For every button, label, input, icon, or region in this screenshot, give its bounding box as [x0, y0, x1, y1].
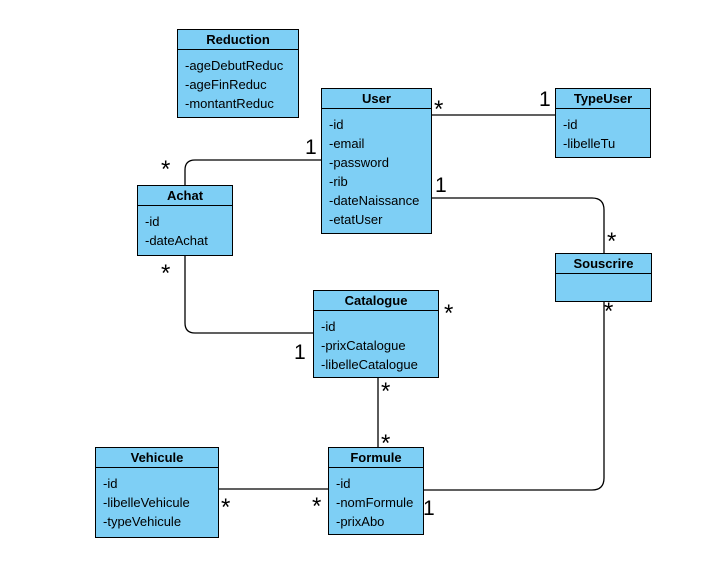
- multiplicity-label: *: [381, 378, 391, 405]
- multiplicity-label: 1: [294, 341, 306, 364]
- multiplicity-label: 1: [539, 88, 551, 111]
- class-reduction-attr: -ageDebutReduc: [185, 58, 284, 73]
- class-achat-name: Achat: [138, 186, 232, 206]
- class-reduction[interactable]: Reduction -ageDebutReduc -ageFinReduc -m…: [177, 29, 299, 118]
- class-souscrire[interactable]: Souscrire: [555, 253, 652, 302]
- class-typeuser[interactable]: TypeUser -id -libelleTu: [555, 88, 651, 158]
- class-catalogue-name: Catalogue: [314, 291, 438, 311]
- multiplicity-label: *: [604, 298, 614, 325]
- class-catalogue-attr: -prixCatalogue: [321, 338, 406, 353]
- class-catalogue-attr: -libelleCatalogue: [321, 357, 418, 372]
- multiplicity-label: *: [607, 228, 617, 255]
- multiplicity-label: *: [161, 156, 171, 183]
- class-typeuser-attr: -id: [563, 117, 578, 132]
- class-formule-attr: -nomFormule: [336, 495, 414, 510]
- assoc-achat-user: [184, 159, 322, 185]
- class-formule-attr: -prixAbo: [336, 514, 385, 529]
- assoc-user-souscrire: [432, 197, 605, 253]
- class-achat[interactable]: Achat -id -dateAchat: [137, 185, 233, 256]
- multiplicity-label: 1: [423, 497, 435, 520]
- class-vehicule-attr: -typeVehicule: [103, 514, 182, 529]
- class-souscrire-name: Souscrire: [556, 254, 651, 274]
- class-reduction-attr: -montantReduc: [185, 96, 274, 111]
- class-user-attr: -dateNaissance: [329, 193, 420, 208]
- class-reduction-attr: -ageFinReduc: [185, 77, 267, 92]
- multiplicity-label: *: [444, 300, 454, 327]
- class-formule-attr: -id: [336, 476, 351, 491]
- class-user-attr: -password: [329, 155, 389, 170]
- class-vehicule-attr: -id: [103, 476, 118, 491]
- multiplicity-label: *: [312, 493, 322, 520]
- class-vehicule-name: Vehicule: [96, 448, 218, 468]
- class-user-attr: -id: [329, 117, 344, 132]
- assoc-souscrire-formule: [424, 302, 605, 491]
- class-catalogue[interactable]: Catalogue -id -prixCatalogue -libelleCat…: [313, 290, 439, 378]
- class-user-attr: -rib: [329, 174, 348, 189]
- multiplicity-label: *: [381, 430, 391, 457]
- class-achat-attr: -id: [145, 214, 160, 229]
- class-typeuser-name: TypeUser: [556, 89, 650, 109]
- class-user-attr: -email: [329, 136, 365, 151]
- multiplicity-label: *: [161, 260, 171, 287]
- multiplicity-label: 1: [435, 174, 447, 197]
- class-formule[interactable]: Formule -id -nomFormule -prixAbo: [328, 447, 424, 535]
- assoc-achat-catalogue: [184, 256, 314, 334]
- class-user[interactable]: User -id -email -password -rib -dateNais…: [321, 88, 432, 234]
- class-achat-attr: -dateAchat: [145, 233, 208, 248]
- class-user-attr: -etatUser: [329, 212, 383, 227]
- class-formule-name: Formule: [329, 448, 423, 468]
- class-typeuser-attr: -libelleTu: [563, 136, 616, 151]
- class-user-name: User: [322, 89, 431, 109]
- multiplicity-label: *: [221, 494, 231, 521]
- class-vehicule[interactable]: Vehicule -id -libelleVehicule -typeVehic…: [95, 447, 219, 538]
- multiplicity-label: *: [434, 96, 444, 123]
- multiplicity-label: 1: [305, 136, 317, 159]
- class-vehicule-attr: -libelleVehicule: [103, 495, 190, 510]
- class-catalogue-attr: -id: [321, 319, 336, 334]
- class-reduction-name: Reduction: [178, 30, 298, 50]
